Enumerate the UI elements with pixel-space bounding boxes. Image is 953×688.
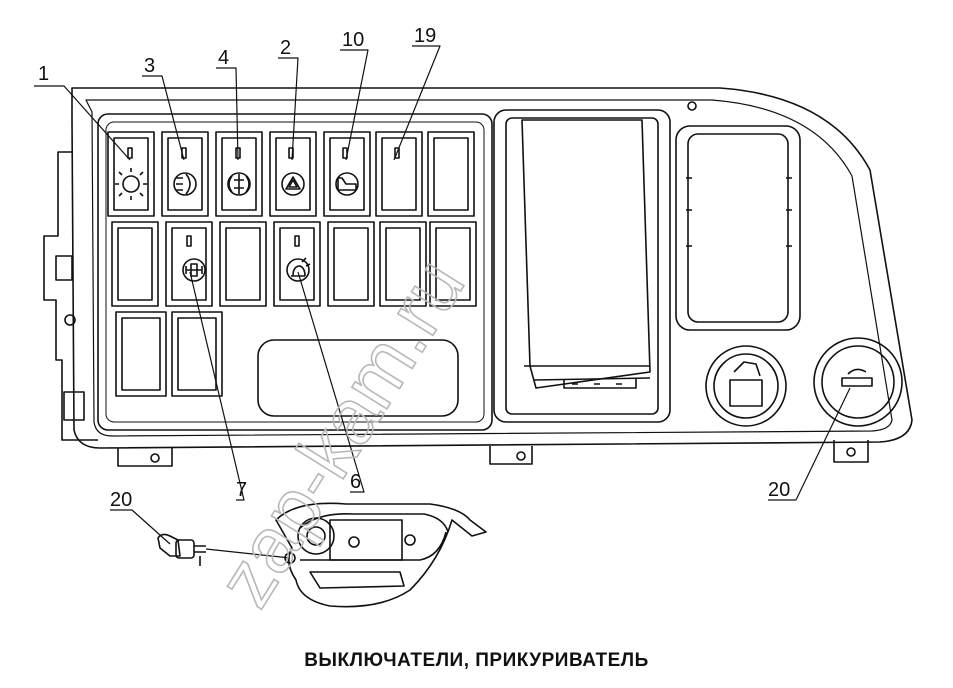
blank-switch [171, 311, 223, 397]
blank-switch [327, 221, 375, 307]
switch-row-2 [111, 221, 477, 307]
cab-tilt-icon [335, 172, 359, 196]
rear-fog-light-icon [227, 172, 251, 196]
blank-switch [115, 311, 167, 397]
blank-switch [427, 131, 475, 217]
right-cover-recess [675, 125, 801, 331]
callout-4: 4 [218, 47, 229, 69]
lighter-backlight-bulb [157, 533, 291, 566]
cigarette-lighter[interactable] [813, 337, 903, 427]
switch-1[interactable] [107, 131, 155, 217]
blank-switch [219, 221, 267, 307]
callout-7: 7 [236, 479, 247, 501]
switch-19[interactable] [375, 131, 423, 217]
switch-10[interactable] [323, 131, 371, 217]
switch-7[interactable] [165, 221, 213, 307]
power-socket [705, 345, 787, 427]
callout-3: 3 [144, 55, 155, 77]
callout-10: 10 [342, 29, 364, 51]
switch-4[interactable] [215, 131, 263, 217]
panel-housing [71, 87, 913, 467]
callout-1: 1 [38, 63, 49, 85]
lighter-mounting-bracket [275, 502, 487, 608]
switch-3[interactable] [161, 131, 209, 217]
callout-20-right: 20 [768, 479, 790, 501]
callout-6: 6 [350, 471, 361, 493]
hazard-warning-icon [281, 172, 305, 196]
fog-light-icon [173, 172, 197, 196]
callout-2: 2 [280, 37, 291, 59]
switch-6[interactable] [273, 221, 321, 307]
differential-lock-icon [182, 258, 206, 282]
callout-20-left: 20 [110, 489, 132, 511]
work-light-icon [115, 168, 147, 200]
blank-plate [257, 339, 459, 417]
left-mounting-bracket [43, 151, 98, 441]
storage-compartment [493, 109, 671, 423]
diagram-caption: ВЫКЛЮЧАТЕЛИ, ПРИКУРИВАТЕЛЬ [304, 650, 649, 671]
switch-row-1 [107, 131, 475, 217]
beacon-light-icon [286, 257, 311, 282]
callout-leaders [34, 45, 851, 545]
switch-row-3 [115, 311, 223, 397]
callout-labels: 1 3 4 2 10 19 7 6 20 20 [38, 25, 790, 511]
callout-19: 19 [414, 25, 436, 47]
blank-switch [429, 221, 477, 307]
blank-switch [111, 221, 159, 307]
blank-switch [379, 221, 427, 307]
